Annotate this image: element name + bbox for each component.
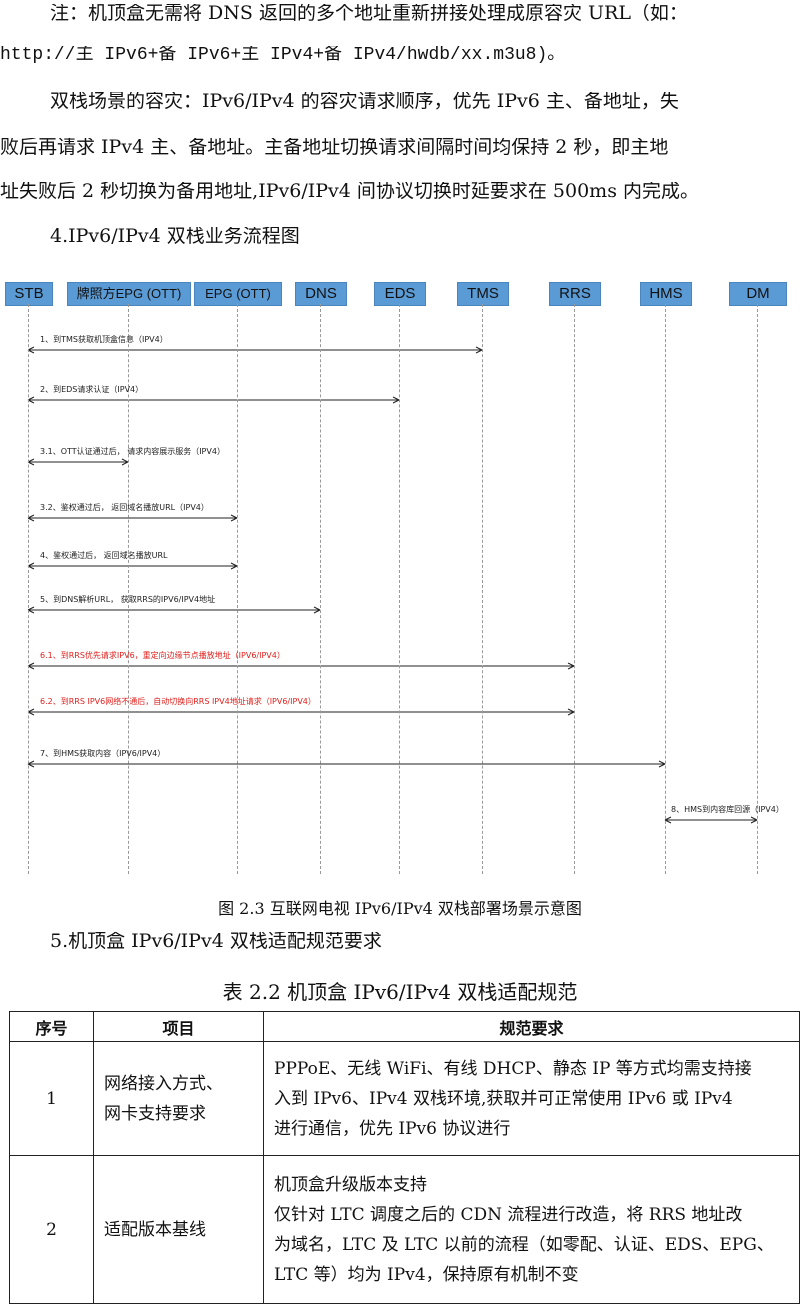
table-caption: 表 2.2 机顶盒 IPv6/IPv4 双栈适配规范: [222, 980, 578, 1004]
row-item: 适配版本基线: [93, 1155, 264, 1304]
row-spec-line: 进行通信，优先 IPv6 协议进行: [274, 1118, 511, 1139]
section-4-heading: 4.IPv6/IPv4 双栈业务流程图: [50, 227, 300, 246]
spec-table: 序号 项目 规范要求 1 网络接入方式、 网卡支持要求 PPPoE、无线 WiF…: [9, 1011, 800, 1304]
row-spec-line: 为域名，LTC 及 LTC 以前的流程（如零配、认证、EDS、EPG、: [274, 1234, 774, 1255]
row-item: 网络接入方式、 网卡支持要求: [93, 1041, 264, 1156]
lifeline-hms: [665, 304, 666, 874]
table-row: 2 适配版本基线 机顶盒升级版本支持 仅针对 LTC 调度之后的 CDN 流程进…: [9, 1155, 800, 1304]
lifeline-rrs: [574, 304, 575, 874]
lifeline-eds: [399, 304, 400, 874]
message-arrow: [27, 606, 321, 614]
row-item-line: 网卡支持要求: [104, 1103, 206, 1124]
header-spec: 规范要求: [263, 1011, 800, 1042]
note-line-1: 注：机顶盒无需将 DNS 返回的多个地址重新拼接处理成原容灾 URL（如：: [50, 4, 688, 23]
row-item-line: 网络接入方式、: [104, 1073, 223, 1094]
header-item: 项目: [93, 1011, 264, 1042]
actor-dns: DNS: [295, 282, 347, 306]
table-row: 1 网络接入方式、 网卡支持要求 PPPoE、无线 WiFi、有线 DHCP、静…: [9, 1041, 800, 1156]
actor-stb: STB: [5, 282, 53, 306]
row-spec: 机顶盒升级版本支持 仅针对 LTC 调度之后的 CDN 流程进行改造，将 RRS…: [263, 1155, 800, 1304]
message-arrow: [664, 816, 758, 824]
row-spec: PPPoE、无线 WiFi、有线 DHCP、静态 IP 等方式均需支持接 入到 …: [263, 1041, 800, 1156]
message-label: 2、到EDS请求认证（IPV4）: [40, 385, 144, 394]
message-label: 7、到HMS获取内容（IPV6/IPV4）: [40, 749, 166, 758]
actor-tms: TMS: [457, 282, 509, 306]
sequence-diagram: STB 牌照方EPG (OTT)EPG (OTT) DNS EDS TMS RRS HMS D…: [0, 270, 800, 880]
message-arrow: [27, 346, 483, 354]
lifeline-stb: [28, 304, 29, 874]
message-arrow: [27, 760, 666, 768]
message-arrow: [27, 514, 238, 522]
row-spec-line: 机顶盒升级版本支持: [274, 1174, 427, 1195]
row-spec-line: 仅针对 LTC 调度之后的 CDN 流程进行改造，将 RRS 地址改: [274, 1204, 743, 1225]
row-spec-line: LTC 等）均为 IPv4，保持原有机制不变: [274, 1264, 579, 1285]
row-index: 2: [9, 1155, 94, 1304]
message-label: 6.2、到RRS IPV6网络不通后，自动切换向RRS IPV4地址请求（IPV…: [40, 697, 316, 706]
row-index: 1: [9, 1041, 94, 1156]
actor-rrs: RRS: [549, 282, 601, 306]
figure-caption: 图 2.3 互联网电视 IPv6/IPv4 双栈部署场景示意图: [218, 899, 582, 918]
row-spec-line: PPPoE、无线 WiFi、有线 DHCP、静态 IP 等方式均需支持接: [274, 1058, 752, 1079]
row-spec-line: 入到 IPv6、IPv4 双栈环境,获取并可正常使用 IPv6 或 IPv4: [274, 1088, 733, 1109]
lifeline-epg: [237, 304, 238, 874]
message-label: 3.2、鉴权通过后， 返回域名播放URL（IPV4）: [40, 503, 209, 512]
message-label: 5、到DNS解析URL， 获取RRS的IPV6/IPV4地址: [40, 595, 216, 604]
actor-hms: HMS: [640, 282, 692, 306]
arrow-layer: [27, 346, 758, 824]
dual-stack-line-2: 败后再请求 IPv4 主、备地址。主备地址切换请求间隔时间均保持 2 秒，即主地: [0, 138, 669, 157]
message-label: 4、鉴权通过后， 返回域名播放URL: [40, 551, 168, 560]
dual-stack-line-3: 址失败后 2 秒切换为备用地址,IPv6/IPv4 间协议切换时延要求在 500…: [0, 182, 699, 201]
actor-dm: DM: [729, 282, 787, 306]
actor-epg: EPG (OTT): [194, 282, 282, 306]
message-label: 8、HMS到内容库回源（IPV4）: [671, 805, 784, 814]
note-line-2: http://主 IPv6+备 IPv6+主 IPv4+备 IPv4/hwdb/…: [0, 46, 566, 65]
message-arrow: [27, 708, 575, 716]
message-arrow: [27, 562, 238, 570]
lifeline-tms: [482, 304, 483, 874]
message-label: 3.1、OTT认证通过后， 请求内容展示服务（IPV4）: [40, 447, 225, 456]
lifeline-dm: [757, 304, 758, 874]
message-label: 1、到TMS获取机顶盒信息（IPV4）: [40, 335, 168, 344]
message-arrow: [27, 458, 129, 466]
actor-eds: EDS: [374, 282, 426, 306]
dual-stack-line-1: 双栈场景的容灾：IPv6/IPv4 的容灾请求顺序，优先 IPv6 主、备地址，…: [50, 92, 679, 111]
header-index: 序号: [9, 1011, 94, 1042]
lifeline-licensee-epg: [128, 304, 129, 874]
table-header-row: 序号 项目 规范要求: [9, 1011, 800, 1042]
row-item-line: 适配版本基线: [104, 1219, 206, 1240]
section-5-heading: 5.机顶盒 IPv6/IPv4 双栈适配规范要求: [50, 932, 382, 951]
message-arrow: [27, 396, 400, 404]
message-label: 6.1、到RRS优先请求IPV6，重定向边缘节点播放地址（IPV6/IPV4）: [40, 651, 285, 660]
actor-licensee-epg: 牌照方EPG (OTT): [67, 282, 191, 306]
message-arrow: [27, 662, 575, 670]
lifeline-dns: [320, 304, 321, 874]
